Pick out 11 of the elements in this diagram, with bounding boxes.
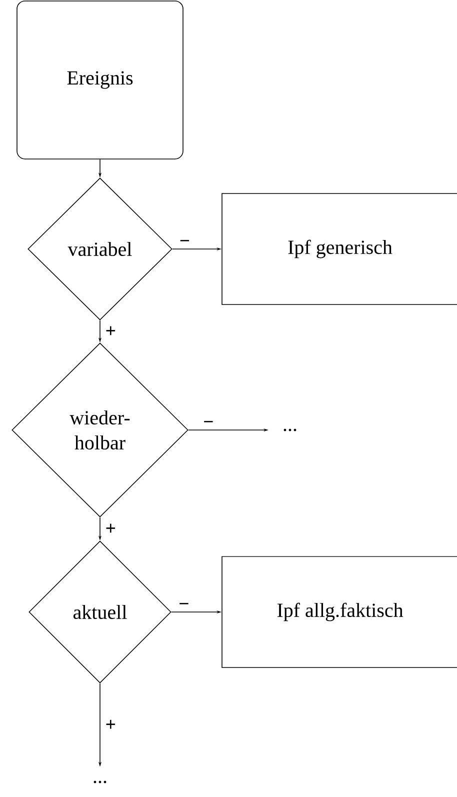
edge-label: + xyxy=(106,326,116,336)
edge-label: − xyxy=(204,420,213,422)
result-box: Ipf generisch xyxy=(222,193,457,305)
result-box: Ipf allg.faktisch xyxy=(222,556,457,668)
edge-label: + xyxy=(106,720,116,729)
ellipsis-text: ... xyxy=(284,428,296,432)
start-box: Ereignis xyxy=(16,0,184,160)
ellipsis-text: ... xyxy=(94,780,106,784)
edge-label: + xyxy=(106,524,116,533)
edge-label: − xyxy=(180,602,188,604)
edge-label: − xyxy=(180,240,190,242)
